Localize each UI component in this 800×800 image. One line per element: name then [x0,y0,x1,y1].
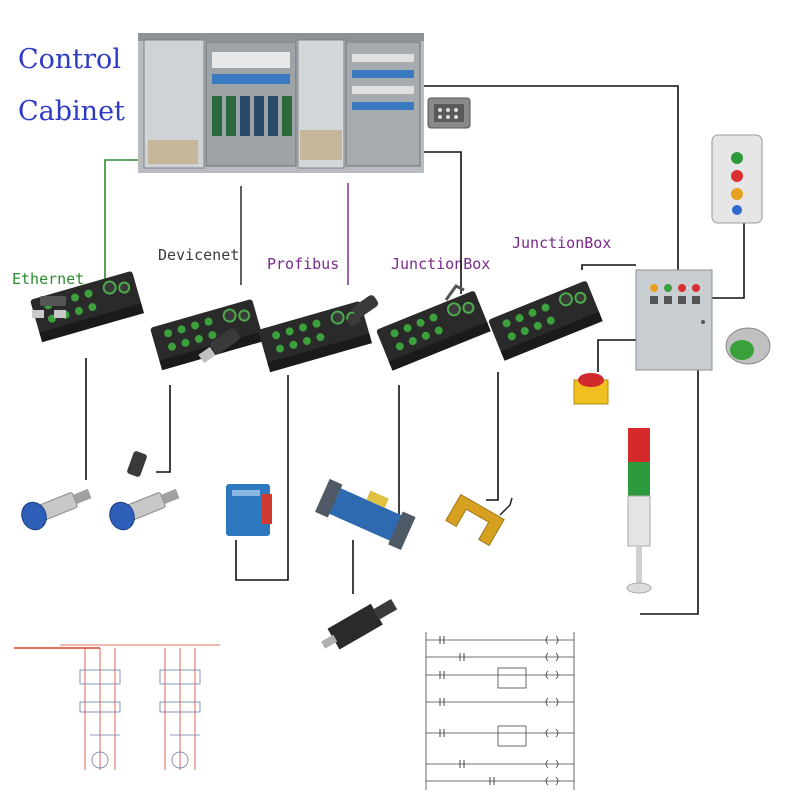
proximity-sensor-2-icon [105,480,184,534]
io-module-junctionbox-2 [487,279,604,362]
heavy-duty-connector-icon [427,97,471,129]
electrical-schematic [14,644,220,770]
junctionbox-label-1: JunctionBox [391,255,491,273]
profibus-label: Profibus [267,255,340,273]
y-splitter-connector-icon [32,296,66,318]
control-box-icon [635,269,713,371]
module5-fork-sensor-wire [486,372,499,501]
ethernet-label: Ethernet [12,270,85,288]
module2-sensor-wire [156,385,171,473]
solenoid-valve-icon [315,478,416,551]
ladder-diagram [425,632,575,790]
diagram-title-line2: Cabinet [18,96,125,127]
io-module-junctionbox-1 [375,289,492,372]
pushbutton-station-icon [711,134,763,224]
estop-wire [597,339,637,372]
module3-sensor-wire [235,375,289,581]
devicenet-label: Devicenet [158,246,240,264]
emergency-stop-icon [573,373,609,405]
signal-tower-icon [626,428,652,594]
pilot-light-icon [725,327,771,365]
control-cabinet-photo [138,33,424,173]
m12-connector-icon [198,328,240,364]
junctionbox-to-control-box-wire [581,264,636,270]
io-module-ethernet [29,269,146,344]
diagram-title-line1: Control [18,44,121,75]
photoelectric-sensor-icon [226,484,272,536]
cabinet-to-control-box-wire [424,85,679,270]
m12-connector-profibus-icon [346,295,379,328]
pushbutton-station-wire [712,222,745,299]
fork-sensor-icon [445,493,505,547]
pneumatic-cylinder-icon [321,598,398,650]
signal-tower-wire [640,370,699,615]
proximity-sensor-icon [17,480,96,534]
m12-connector-sensor-icon [127,451,147,477]
ethernet-line [104,159,138,282]
cabinet-to-junctionbox-wire [424,151,462,294]
junctionbox-label-2: JunctionBox [512,234,612,252]
